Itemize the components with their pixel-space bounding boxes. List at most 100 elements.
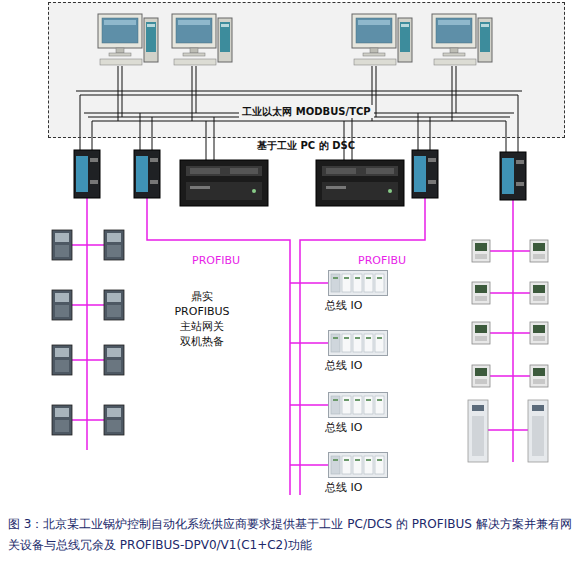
io-module-slot — [364, 274, 373, 292]
ethernet-cable-part — [214, 117, 215, 160]
io-module-slot — [364, 334, 373, 352]
io-module-led — [333, 337, 338, 339]
io-module-slot — [342, 334, 351, 352]
ethernet-cable-part — [92, 121, 93, 150]
dsc-region-fill-part — [48, 2, 565, 138]
bus-io-module: 总线 IO — [328, 452, 388, 478]
module-label: 总线 IO — [325, 421, 388, 434]
io-module-slot — [375, 396, 384, 414]
gateway-device-part — [412, 150, 438, 198]
network-label: 工业以太网 MODBUS/TCP — [239, 105, 373, 118]
gateway-device-part — [74, 150, 100, 198]
io-module-picture — [328, 452, 388, 478]
io-module-slot — [331, 334, 340, 352]
ethernet-cable-part — [92, 121, 506, 122]
io-module-slot — [342, 456, 351, 474]
ethernet-cable-part — [192, 66, 193, 121]
ethernet-cable-part — [152, 117, 153, 150]
ethernet-cable-part — [76, 91, 522, 92]
module-label: 总线 IO — [325, 359, 388, 372]
io-module-led — [377, 277, 382, 279]
profibus-cable-part — [490, 375, 530, 377]
io-module-body — [329, 393, 388, 418]
profibus-cable-part — [512, 200, 514, 462]
profibus-cable-part — [490, 250, 530, 252]
io-module-slot — [364, 396, 373, 414]
drive-unit-part — [104, 290, 124, 320]
profibus-cable-part — [86, 198, 88, 450]
ethernet-cable-part — [418, 113, 419, 150]
dsc-region-fill — [48, 2, 565, 138]
io-module-picture — [328, 330, 388, 356]
io-module-led — [377, 337, 382, 339]
io-module-slot — [353, 396, 362, 414]
io-module-slot — [331, 456, 340, 474]
io-module-led — [344, 399, 349, 401]
profibus-cable-part — [290, 404, 328, 406]
io-module-slot — [353, 334, 362, 352]
bus-io-module: 总线 IO — [328, 392, 388, 418]
profibus-cable-part — [290, 282, 328, 284]
profibus-cable-part — [290, 464, 328, 466]
io-module-slot — [353, 456, 362, 474]
ethernet-cable-part — [140, 113, 141, 150]
industrial-pc — [180, 160, 404, 206]
drive-unit-part — [52, 405, 72, 435]
io-module-slot — [342, 396, 351, 414]
ethernet-cable-part — [352, 113, 353, 160]
gateway-device-part — [134, 150, 160, 198]
io-module-slot — [375, 334, 384, 352]
io-module-slot — [364, 456, 373, 474]
bus-io-module: 总线 IO — [328, 270, 388, 296]
io-module-picture — [328, 392, 388, 418]
ethernet-cable-part — [506, 121, 507, 152]
drive-unit-part — [104, 230, 124, 260]
operator-pc-part — [432, 14, 492, 65]
io-module-led — [366, 399, 371, 401]
module-label: 总线 IO — [325, 299, 388, 312]
ethernet-cable-part — [452, 66, 453, 121]
io-module-led — [366, 337, 371, 339]
io-module-led — [355, 337, 360, 339]
meter-unit-part — [472, 322, 490, 344]
io-module-slot — [331, 274, 340, 292]
ethernet-region: 工业以太网 MODBUS/TCP — [48, 2, 565, 138]
io-module-led — [355, 399, 360, 401]
meter-unit-part — [472, 365, 490, 387]
profibus-cable-part — [147, 198, 290, 495]
gateway-note: 鼎实 PROFIBUS 主站网关 双机热备 — [166, 290, 238, 349]
cabinet-unit-part — [468, 400, 488, 462]
io-module-led — [355, 277, 360, 279]
drive-unit-part — [104, 345, 124, 375]
meter-unit-part — [530, 282, 548, 304]
ethernet-cable-part — [122, 66, 123, 117]
meter-unit — [472, 240, 548, 387]
io-module-slot — [331, 396, 340, 414]
drive-unit-part — [52, 290, 72, 320]
cabinet-unit — [468, 400, 548, 462]
io-module-slot — [375, 274, 384, 292]
profibus-cable — [72, 198, 530, 495]
industrial-pc-part — [316, 160, 404, 206]
meter-unit-part — [530, 322, 548, 344]
ethernet-cable-part — [518, 95, 519, 152]
gateway-device — [74, 150, 526, 200]
cabinet-unit-part — [528, 400, 548, 462]
profibus-cable-part — [490, 292, 530, 294]
io-module-led — [344, 459, 349, 461]
bus-label: PROFIBU — [358, 254, 428, 269]
io-module-led — [333, 459, 338, 461]
ethernet-cable-part — [206, 121, 207, 160]
profibus-cable-part — [72, 359, 104, 361]
io-module-led — [366, 459, 371, 461]
io-module-led — [333, 277, 338, 279]
io-module-led — [366, 277, 371, 279]
profibus-cable-part — [300, 198, 425, 495]
drive-unit-part — [52, 345, 72, 375]
ethernet-cable-part — [80, 95, 81, 150]
ethernet-cable-part — [456, 66, 457, 113]
profibus-cable-part — [290, 342, 328, 344]
meter-unit-part — [530, 365, 548, 387]
